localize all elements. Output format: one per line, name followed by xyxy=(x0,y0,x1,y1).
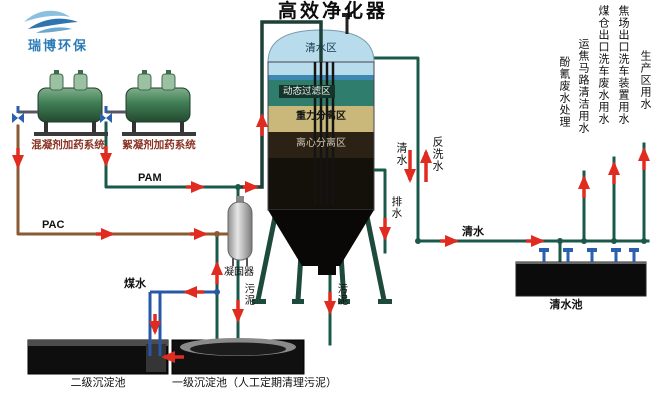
logo-icon xyxy=(24,10,78,33)
flow-arrows xyxy=(12,113,650,363)
primary-sedimentation-label: 一级沉淀池（人工定期清理污泥） xyxy=(172,377,337,389)
flocculant-dosing-system-label: 絮凝剂加药系统 xyxy=(122,139,196,151)
drain-label: 排水 xyxy=(390,196,403,219)
logo-text: 瑞博环保 xyxy=(27,38,88,53)
coagulant-dosing-system-label: 混凝剂加药系统 xyxy=(31,139,105,151)
zone-dynamic-filter-label: 动态过滤区 xyxy=(279,85,335,99)
dosing-tank-flocculant xyxy=(100,70,196,136)
valve-icon xyxy=(12,106,24,123)
outlet-phenol-cyanide-label: 酚氰废水处理 xyxy=(557,56,570,128)
page-title: 高效净化器 xyxy=(277,1,388,22)
primary-sedimentation-tank xyxy=(171,338,305,375)
zone-centrifugal-separation-label: 离心分离区 xyxy=(296,138,346,149)
secondary-sedimentation-tank xyxy=(27,339,169,375)
outlet-coke-road-cleaning-label: 运焦马路清洁用水 xyxy=(576,38,589,134)
sludge-coagulator-label: 污泥 xyxy=(243,283,256,306)
sludge-vessel-label: 污泥 xyxy=(336,283,349,306)
clean-water-out-label: 清水 xyxy=(462,226,484,238)
coal-water-label: 煤水 xyxy=(124,278,146,290)
outlet-coal-bunker-carwash-label: 煤仓出口洗车废水用水 xyxy=(596,5,609,125)
coagulator-label: 凝固器 xyxy=(224,267,254,278)
clean-water-down-label: 清水 xyxy=(394,142,407,166)
zone-gravity-separation-label: 重力分离区 xyxy=(296,111,346,122)
pool-fittings xyxy=(539,248,639,262)
pipe-junctions xyxy=(214,184,647,295)
outlet-production-area-label: 生产区用水 xyxy=(638,50,651,110)
outlet-coke-yard-carwash-label: 焦场出口洗车装置用水 xyxy=(616,5,629,125)
clean-water-pool-label: 清水池 xyxy=(549,299,583,311)
valve-icon xyxy=(100,106,112,123)
pam-label: PAM xyxy=(138,172,162,184)
coagulator-vessel xyxy=(227,196,253,266)
backwash-water-label: 反洗水 xyxy=(430,136,443,172)
clean-water-pool xyxy=(515,248,647,297)
pac-label: PAC xyxy=(42,219,65,231)
zone-clear-water-label: 清水区 xyxy=(305,42,337,54)
dosing-tank-coagulant xyxy=(12,70,108,136)
secondary-sedimentation-label: 二级沉淀池 xyxy=(70,377,126,389)
